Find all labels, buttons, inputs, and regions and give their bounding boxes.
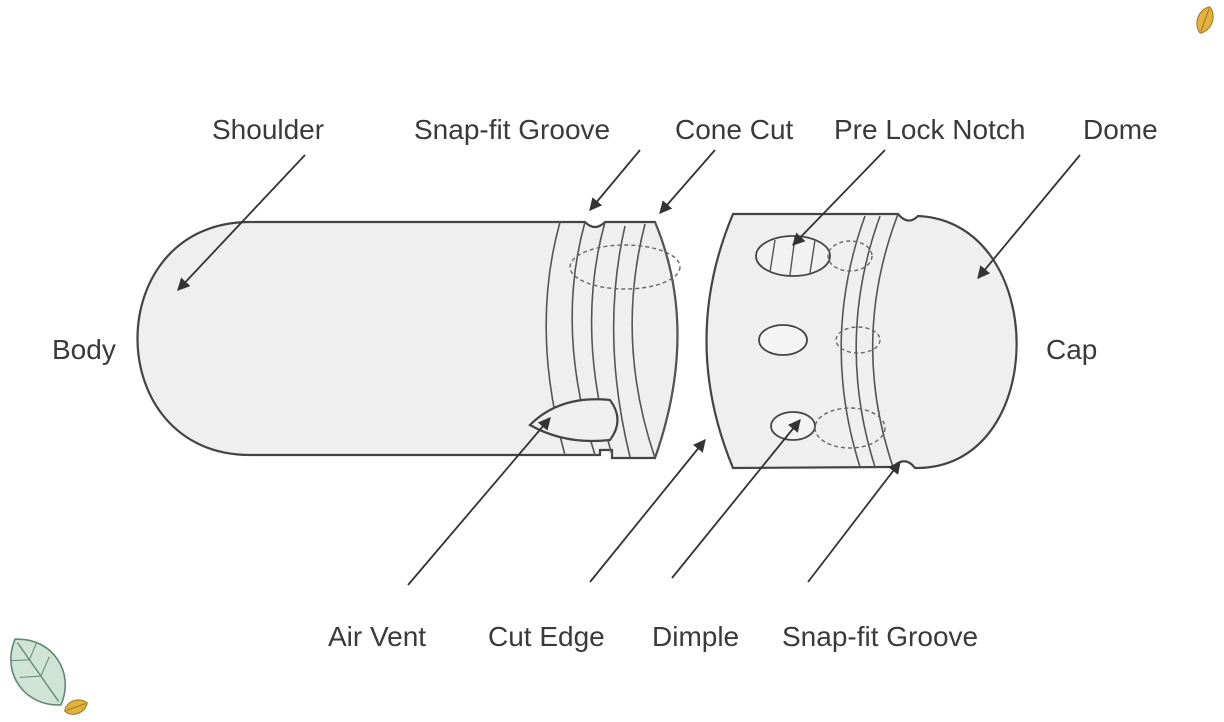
label-snap-fit-groove-top: Snap-fit Groove: [414, 114, 610, 145]
leaf-icon: [1196, 6, 1214, 34]
label-dimple: Dimple: [652, 621, 739, 652]
label-cone-cut: Cone Cut: [675, 114, 794, 145]
leaf-icon: [10, 638, 67, 706]
label-air-vent: Air Vent: [328, 621, 426, 652]
label-cut-edge: Cut Edge: [488, 621, 605, 652]
label-snap-fit-groove-bottom: Snap-fit Groove: [782, 621, 978, 652]
label-cap: Cap: [1046, 334, 1097, 365]
air-vent-slot: [528, 398, 619, 443]
capsule-body: [136, 220, 681, 460]
capsule-cap: [705, 212, 1018, 470]
label-pre-lock-notch: Pre Lock Notch: [834, 114, 1025, 145]
label-shoulder: Shoulder: [212, 114, 324, 145]
label-body: Body: [52, 334, 116, 365]
leaf-icon: [64, 699, 88, 715]
label-dome: Dome: [1083, 114, 1158, 145]
